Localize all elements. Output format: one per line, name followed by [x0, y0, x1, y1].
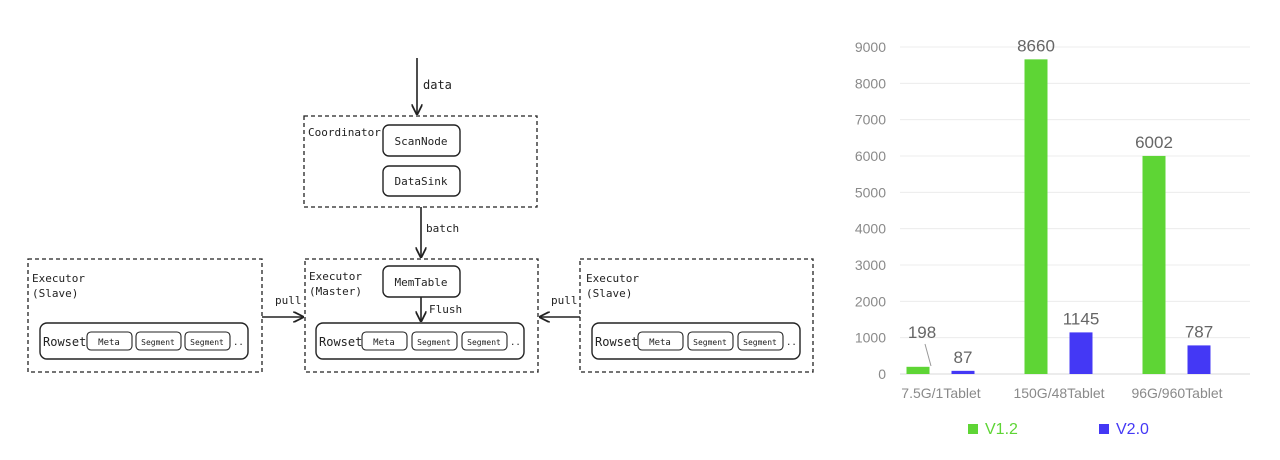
data-label: data — [423, 78, 452, 92]
batch-label: batch — [426, 222, 459, 235]
legend-label: V1.2 — [985, 421, 1018, 438]
y-tick-label: 2000 — [855, 293, 886, 309]
executor-slave-left-subtitle: (Slave) — [32, 287, 78, 300]
rowset-master: Rowset Meta Segment Segment .. — [315, 322, 525, 360]
executor-slave-left-title: Executor — [32, 272, 85, 285]
meta-label: Meta — [649, 338, 671, 348]
scan-node-label: ScanNode — [395, 135, 448, 148]
executor-master-title: Executor — [309, 270, 362, 283]
x-axis-categories: 7.5G/1Tablet 150G/48Tablet 96G/960Tablet — [901, 385, 1222, 401]
x-category-label: 96G/960Tablet — [1131, 385, 1222, 401]
y-tick-label: 4000 — [855, 221, 886, 237]
y-tick-label: 1000 — [855, 330, 886, 346]
label-leader-line — [924, 343, 932, 367]
legend-swatch — [1099, 424, 1109, 434]
bar-value-label: 6002 — [1135, 133, 1173, 152]
bar-v2-0-0 — [951, 370, 975, 374]
y-tick-label: 6000 — [855, 148, 886, 164]
bar-value-label: 198 — [908, 323, 936, 342]
legend: V1.2 V2.0 — [968, 421, 1149, 438]
segment-label: Segment — [417, 338, 451, 347]
bar-value-label: 1145 — [1063, 309, 1100, 328]
bar-chart: 0 1000 2000 3000 4000 5000 6000 7000 8000 9000 19… — [855, 36, 1250, 438]
segment-label: Segment — [743, 338, 777, 347]
coordinator-box: Coordinator ScanNode DataSink — [303, 115, 538, 208]
bar-v2-0-1 — [1069, 332, 1093, 374]
y-tick-label: 3000 — [855, 257, 886, 273]
coordinator-title: Coordinator — [308, 126, 381, 139]
bar-value-label: 87 — [954, 348, 973, 367]
flush-label: Flush — [429, 303, 462, 316]
meta-label: Meta — [98, 338, 120, 348]
ellipsis-label: .. — [233, 338, 244, 348]
x-category-label: 150G/48Tablet — [1013, 385, 1104, 401]
executor-slave-right-subtitle: (Slave) — [586, 287, 632, 300]
bar-v2-0-2 — [1187, 345, 1211, 374]
executor-master-subtitle: (Master) — [309, 285, 362, 298]
bar-v1-2-1 — [1024, 59, 1048, 374]
y-tick-label: 7000 — [855, 112, 886, 128]
rowset-label: Rowset — [319, 335, 362, 349]
executor-master-box: Executor (Master) MemTable Flush Rowset … — [304, 258, 539, 373]
ellipsis-label: .. — [510, 338, 521, 348]
memtable-label: MemTable — [395, 276, 448, 289]
memtable-box: MemTable — [382, 265, 461, 298]
y-tick-label: 0 — [878, 366, 886, 382]
y-tick-label: 8000 — [855, 75, 886, 91]
data-sink-label: DataSink — [395, 175, 448, 188]
data-sink-box: DataSink — [382, 165, 461, 197]
pull-right-label: pull — [551, 294, 578, 307]
segment-label: Segment — [190, 338, 224, 347]
scan-node-box: ScanNode — [382, 124, 461, 157]
y-axis-ticks: 0 1000 2000 3000 4000 5000 6000 7000 8000 9000 — [855, 39, 886, 382]
y-tick-label: 9000 — [855, 39, 886, 55]
segment-label: Segment — [693, 338, 727, 347]
legend-label: V2.0 — [1116, 421, 1149, 438]
bar-v1-2-2 — [1142, 155, 1166, 374]
pull-left-label: pull — [275, 294, 302, 307]
bar-value-label: 787 — [1185, 322, 1213, 341]
meta-label: Meta — [373, 338, 395, 348]
architecture-diagram: data Coordinator ScanNode DataSink batch… — [27, 58, 814, 373]
executor-slave-right-box: Executor (Slave) Rowset Meta Segment Seg… — [579, 258, 814, 373]
rowset-label: Rowset — [595, 335, 638, 349]
rowset-label: Rowset — [43, 335, 86, 349]
rowset-slave-left: Rowset Meta Segment Segment .. — [39, 322, 249, 360]
bars: 198 87 8660 1145 6002 787 — [906, 36, 1213, 374]
legend-swatch — [968, 424, 978, 434]
bar-value-label: 8660 — [1017, 36, 1055, 55]
ellipsis-label: .. — [786, 338, 797, 348]
executor-slave-right-title: Executor — [586, 272, 639, 285]
bar-v1-2-0 — [906, 366, 930, 374]
rowset-slave-right: Rowset Meta Segment Segment .. — [591, 322, 801, 360]
segment-label: Segment — [467, 338, 501, 347]
executor-slave-left-box: Executor (Slave) Rowset Meta Segment Seg… — [27, 258, 263, 373]
x-category-label: 7.5G/1Tablet — [901, 385, 980, 401]
segment-label: Segment — [141, 338, 175, 347]
y-tick-label: 5000 — [855, 184, 886, 200]
